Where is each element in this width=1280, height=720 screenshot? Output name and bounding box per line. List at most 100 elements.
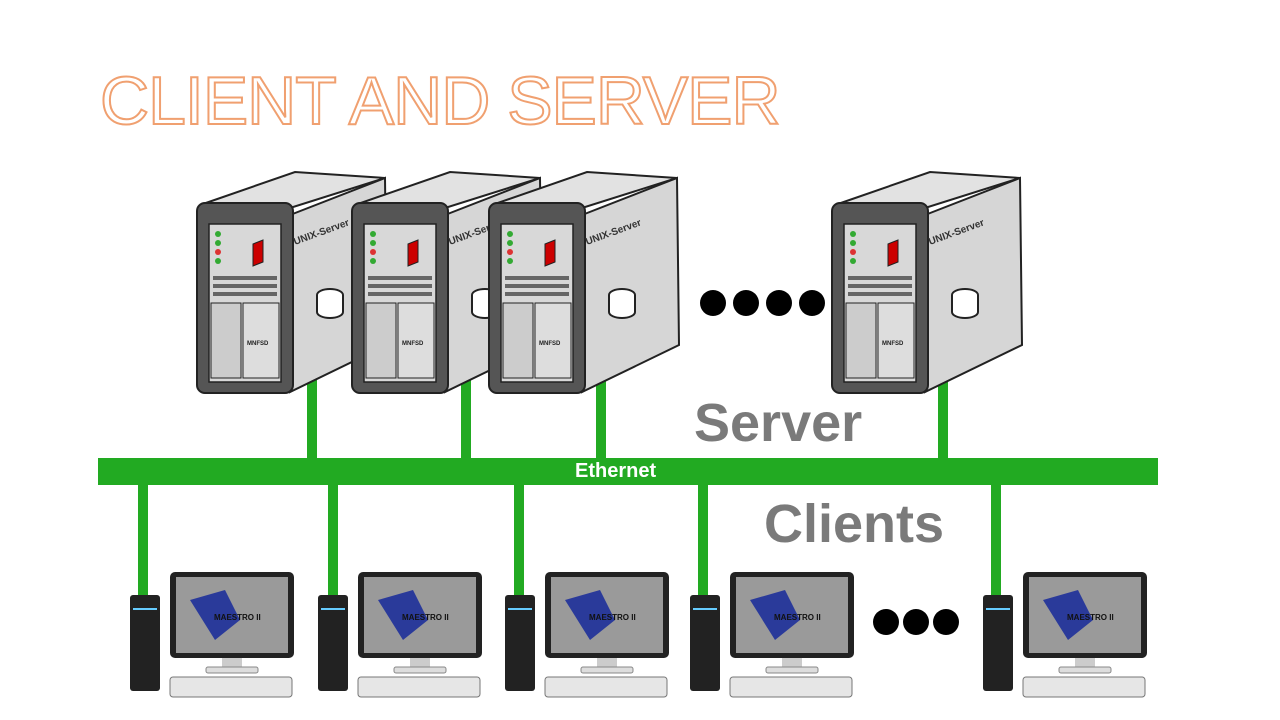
screen-logo — [565, 590, 615, 640]
pc-light — [986, 608, 1010, 610]
screen-logo — [378, 590, 428, 640]
vent — [213, 284, 277, 288]
status-led — [215, 258, 221, 264]
monitor-stand — [410, 658, 430, 668]
client-link — [328, 484, 338, 598]
power-switch — [887, 239, 899, 267]
drive-bay — [502, 302, 534, 379]
monitor-base — [765, 666, 819, 674]
monitor-base — [205, 666, 259, 674]
status-led — [850, 240, 856, 246]
drive-bay — [845, 302, 877, 379]
disk-icon — [951, 295, 979, 319]
server-side — [924, 176, 1024, 394]
keyboard — [729, 676, 853, 698]
status-led — [370, 258, 376, 264]
screen-text: MAESTRO II — [402, 613, 449, 622]
pc-tower — [318, 595, 348, 691]
ellipsis-dot — [933, 609, 959, 635]
monitor-base — [1058, 666, 1112, 674]
drive-bay — [397, 302, 435, 379]
drive-bay — [242, 302, 280, 379]
status-led — [370, 249, 376, 255]
drive-bay — [534, 302, 572, 379]
status-led — [215, 231, 221, 237]
pc-light — [133, 608, 157, 610]
pc-light — [321, 608, 345, 610]
client: MAESTRO II — [983, 572, 1147, 698]
pc-light — [508, 608, 532, 610]
screen-text: MAESTRO II — [214, 613, 261, 622]
clients-label: Clients — [764, 494, 945, 554]
pc-tower — [130, 595, 160, 691]
pc-tower — [505, 595, 535, 691]
server-link — [938, 368, 948, 460]
screen-text: MAESTRO II — [774, 613, 821, 622]
drive-label: MNFSD — [247, 341, 269, 347]
monitor-stand — [782, 658, 802, 668]
power-switch — [544, 239, 556, 267]
status-led — [850, 258, 856, 264]
status-led — [215, 240, 221, 246]
monitor-stand — [1075, 658, 1095, 668]
ellipsis-dot — [700, 290, 726, 316]
server-link — [596, 368, 606, 460]
screen-logo — [1043, 590, 1093, 640]
status-led — [370, 231, 376, 237]
disk-icon — [608, 295, 636, 319]
monitor-stand — [597, 658, 617, 668]
pc-light — [693, 608, 717, 610]
drive-label: MNFSD — [402, 341, 424, 347]
status-led — [507, 231, 513, 237]
screen-logo — [750, 590, 800, 640]
screen-logo — [190, 590, 240, 640]
screen-text: MAESTRO II — [1067, 613, 1114, 622]
status-led — [850, 249, 856, 255]
vent — [368, 292, 432, 296]
drive-label: MNFSD — [882, 341, 904, 347]
client: MAESTRO II — [505, 572, 669, 698]
ellipsis-dot — [873, 609, 899, 635]
ellipsis-dot — [799, 290, 825, 316]
pc-tower — [983, 595, 1013, 691]
server-link — [307, 368, 317, 460]
vent — [368, 284, 432, 288]
keyboard — [1022, 676, 1146, 698]
keyboard — [169, 676, 293, 698]
vent — [213, 292, 277, 296]
status-led — [507, 249, 513, 255]
vent — [848, 276, 912, 280]
status-led — [507, 240, 513, 246]
ellipsis-dot — [733, 290, 759, 316]
keyboard — [357, 676, 481, 698]
client-link — [138, 484, 148, 598]
ethernet-bus — [98, 458, 1158, 485]
status-led — [850, 231, 856, 237]
ellipsis-dot — [766, 290, 792, 316]
vent — [848, 292, 912, 296]
monitor-base — [580, 666, 634, 674]
client-link — [698, 484, 708, 598]
client: MAESTRO II — [130, 572, 294, 698]
power-switch — [407, 239, 419, 267]
server-side — [581, 176, 681, 394]
vent — [505, 284, 569, 288]
monitor-base — [393, 666, 447, 674]
vent — [213, 276, 277, 280]
drive-bay — [877, 302, 915, 379]
client: MAESTRO II — [318, 572, 482, 698]
power-switch — [252, 239, 264, 267]
keyboard — [544, 676, 668, 698]
page-title: CLIENT AND SERVER — [99, 62, 782, 140]
pc-tower — [690, 595, 720, 691]
screen-text: MAESTRO II — [589, 613, 636, 622]
status-led — [370, 240, 376, 246]
ethernet-label: Ethernet — [575, 460, 657, 482]
monitor-stand — [222, 658, 242, 668]
disk-icon — [316, 295, 344, 319]
server-label: Server — [694, 393, 863, 453]
vent — [505, 292, 569, 296]
vent — [368, 276, 432, 280]
server-link — [461, 368, 471, 460]
